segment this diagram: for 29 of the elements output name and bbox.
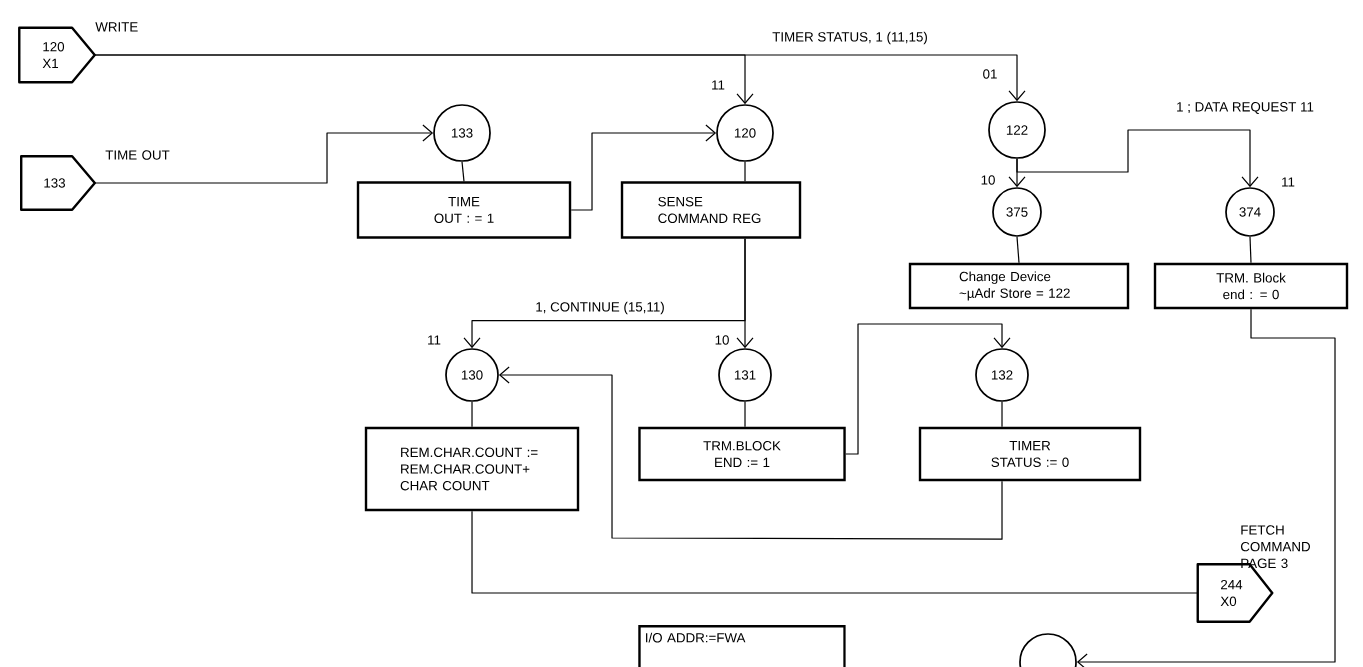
process-box: TRM. Block end : = 0 xyxy=(1153,262,1349,310)
edge-label: 11 xyxy=(709,79,727,91)
arrow xyxy=(1016,129,1259,188)
arrow xyxy=(570,124,717,211)
process-box: REM.CHAR.COUNT := REM.CHAR.COUNT+ CHAR COUNT xyxy=(364,426,580,512)
process-box: SENSE COMMAND REG xyxy=(620,181,802,239)
process-box: TIMER STATUS := 0 xyxy=(918,426,1142,482)
connector-pentagon: 133 xyxy=(20,155,96,211)
process-box: TRM.BLOCK END := 1 xyxy=(638,426,846,482)
arrow xyxy=(1076,308,1336,667)
arrow xyxy=(736,238,754,349)
connector-pentagon: 120 X1 xyxy=(18,26,96,84)
process-box: TIME OUT : = 1 xyxy=(356,181,572,239)
edge-label: 10 xyxy=(713,333,731,347)
edge-label: 11 xyxy=(1279,176,1297,188)
connector-caption: TIME OUT xyxy=(105,150,170,160)
process-box: Change Device ~µAdr Store = 122 xyxy=(908,262,1130,310)
arrow xyxy=(94,124,434,184)
process-box: I/O ADDR:=FWA xyxy=(638,625,846,667)
condition-label: TIMER STATUS, 1 (11,15) xyxy=(770,30,930,46)
edge-label: 01 xyxy=(981,67,999,81)
edge-label: 11 xyxy=(425,334,443,346)
edge-label: 10 xyxy=(979,173,997,187)
connector-caption: WRITE xyxy=(95,22,138,32)
condition-label: 1, CONTINUE (15,11) xyxy=(533,300,667,316)
condition-label: 1 ; DATA REQUEST 11 xyxy=(1174,100,1316,116)
arrow xyxy=(845,323,1011,455)
arrow xyxy=(498,366,1003,540)
arrow xyxy=(94,54,1026,102)
